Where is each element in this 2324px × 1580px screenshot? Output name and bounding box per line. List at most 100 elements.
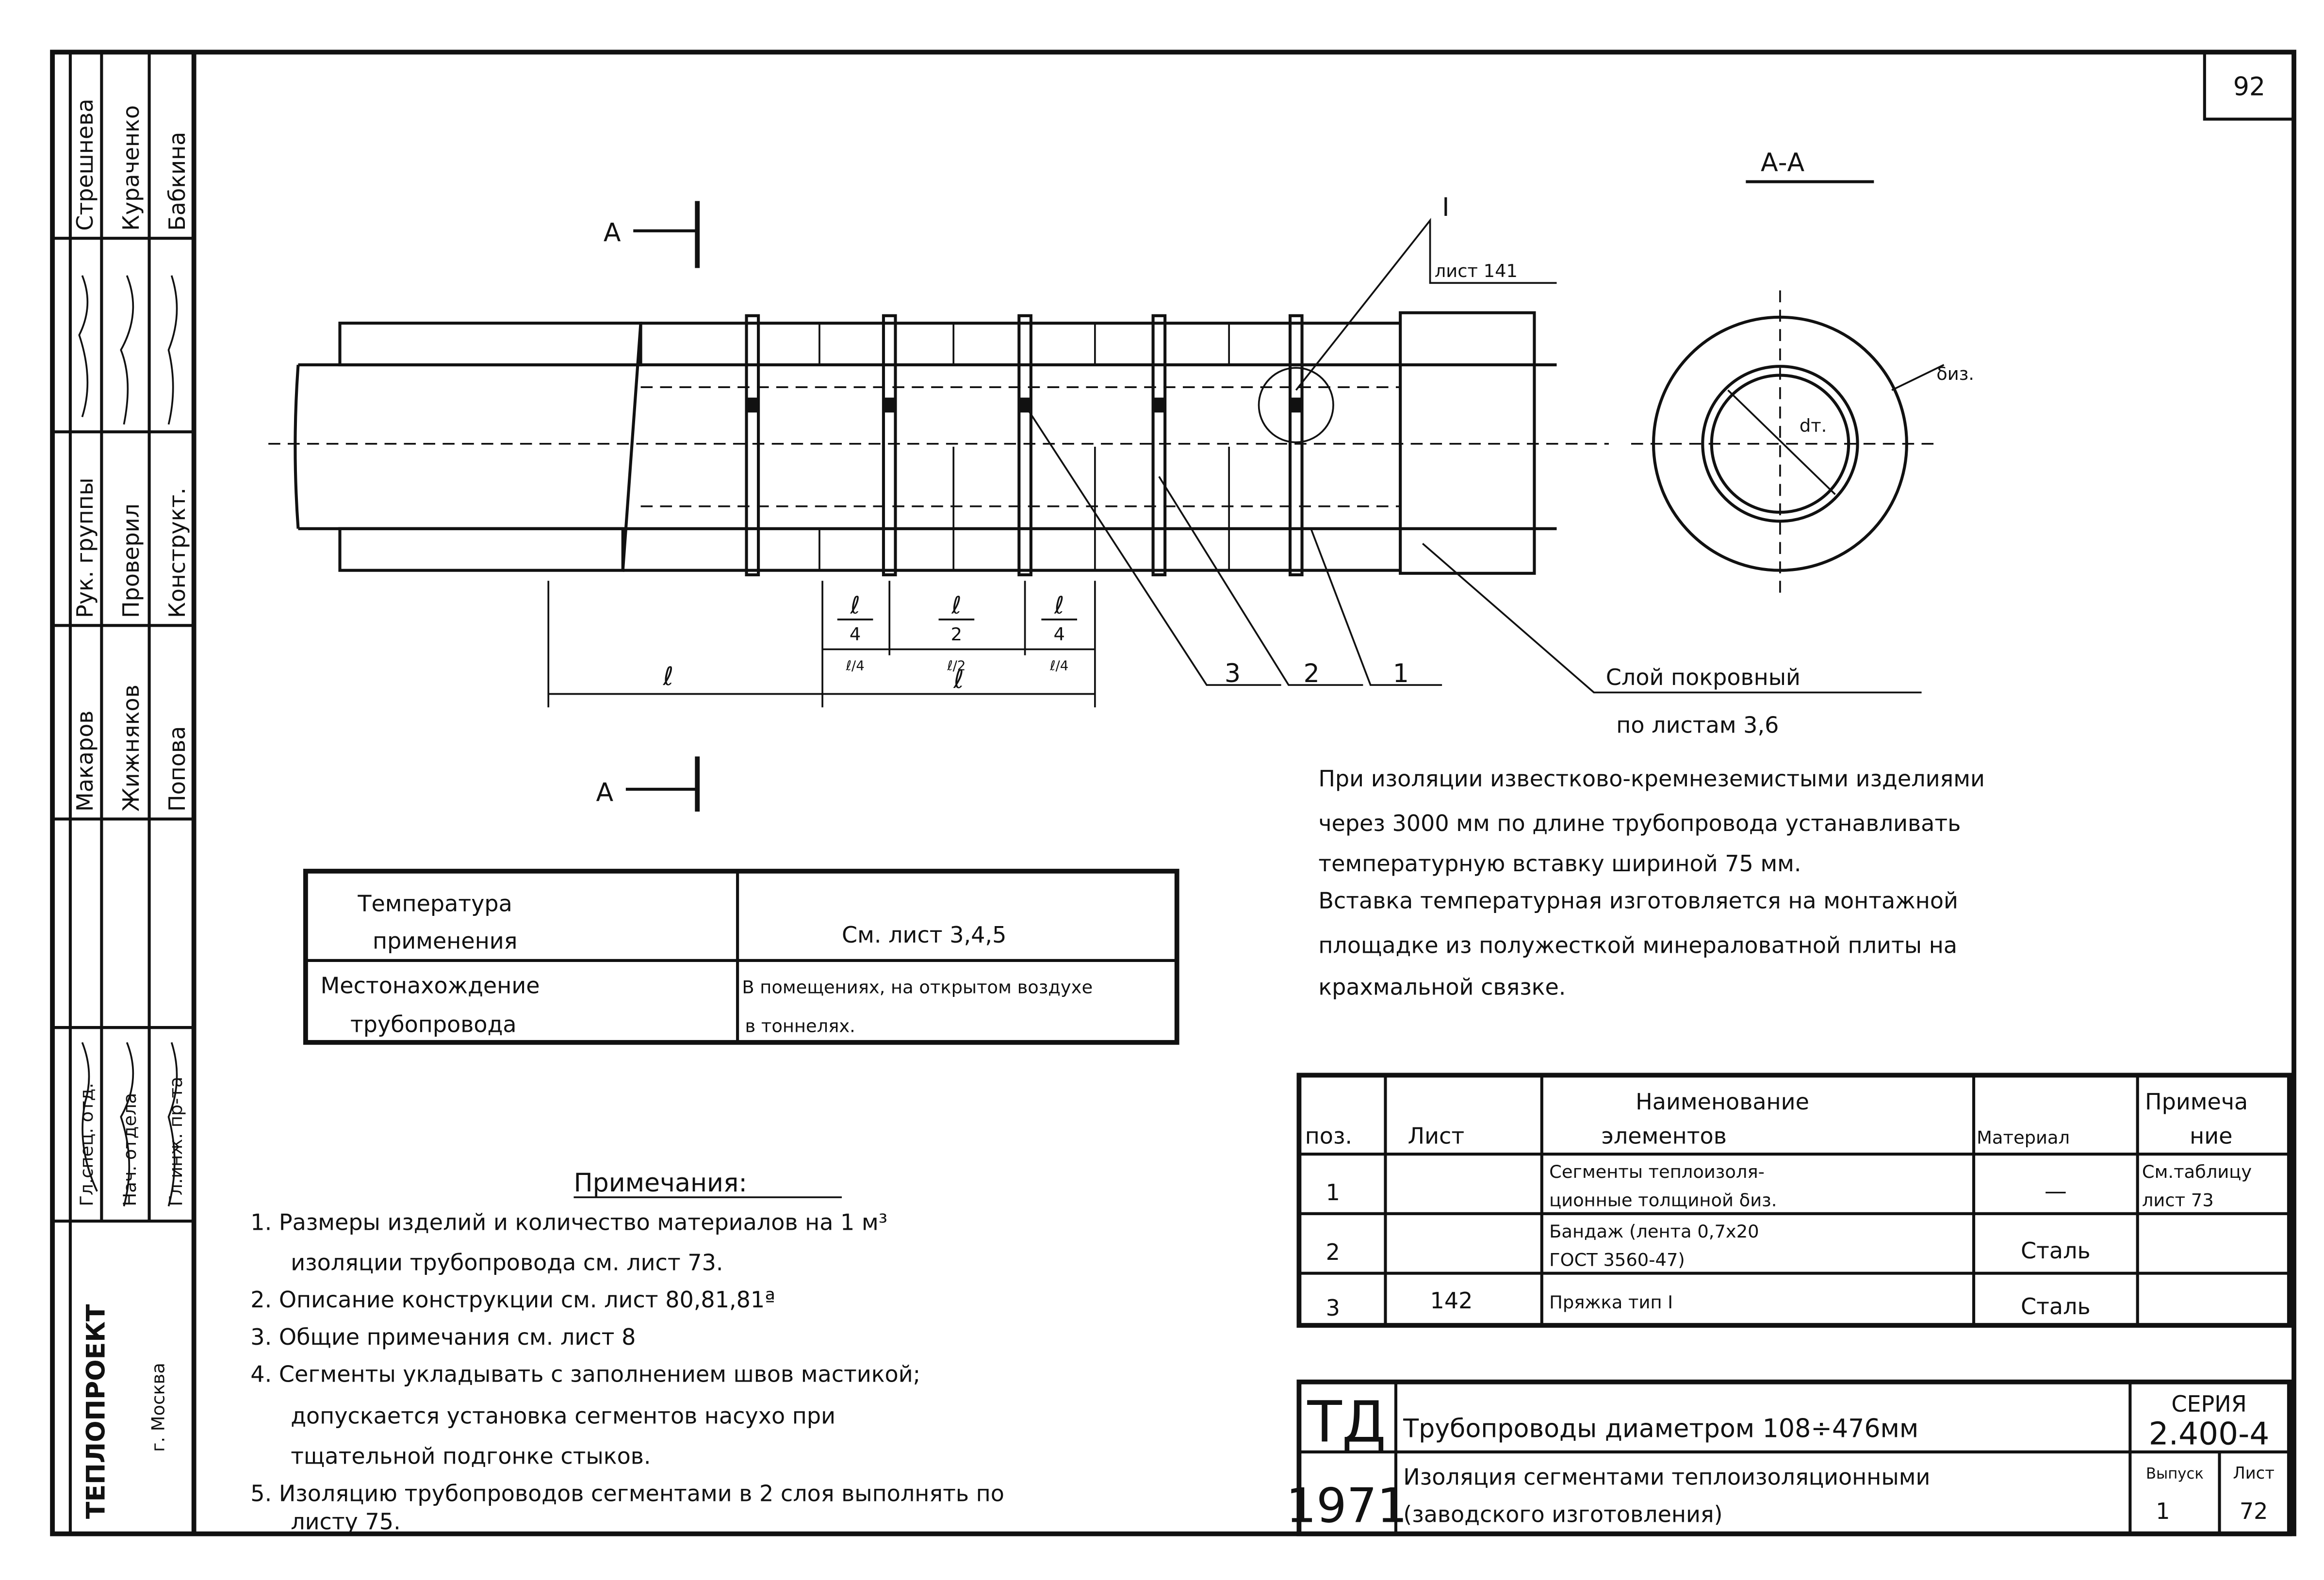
svg-text:Местонахождение: Местонахождение [321,973,540,999]
note-line: 4. Сегменты укладывать с заполнением шво… [250,1361,920,1387]
svg-text:ГОСТ 3560-47): ГОСТ 3560-47) [1549,1249,1685,1270]
svg-text:Пряжка тип I: Пряжка тип I [1549,1292,1673,1313]
paragraph-line: крахмальной связке. [1318,974,1566,1000]
band [882,314,897,576]
stamp-name: Попова [164,726,190,812]
notes-title: Примечания: [573,1169,747,1198]
svg-text:См.таблицу: См.таблицу [2142,1161,2252,1182]
sheet-frame [50,49,2296,1536]
stamp-name: Бабкина [164,132,190,231]
position-label: 3 [1225,659,1241,688]
note-line: 2. Описание конструкции см. лист 80,81,8… [250,1287,775,1313]
stamp-name: Стрешнева [72,98,98,230]
paragraph-line: площадке из полужесткой минераловатной п… [1318,932,1957,959]
svg-text:лист 73: лист 73 [2142,1189,2214,1210]
svg-text:1: 1 [1326,1179,1340,1205]
stamp-city: г. Москва [147,1363,168,1452]
svg-text:СЕРИЯ: СЕРИЯ [2171,1391,2246,1417]
drawing-subtitle: Изоляция сегментами теплоизоляционными [1403,1464,1930,1490]
spec-row: 1 — Сегменты теплоизоля-ционные толщиной δ… [1326,1161,2252,1210]
svg-text:поз.: поз. [1305,1123,1352,1149]
dim-numerator: ℓ [850,591,860,619]
band [1288,314,1304,576]
diameter-label: dт. [1800,415,1827,436]
svg-text:142: 142 [1430,1287,1473,1314]
note-line: изоляции трубопровода см. лист 73. [291,1249,723,1275]
cut-mark-top: А [604,201,700,268]
position-label: 2 [1304,659,1320,688]
buckle [883,397,896,413]
stamp-name: Кураченко [118,105,144,231]
thickness-label: δиз. [1936,363,1974,384]
svg-text:Примеча: Примеча [2145,1089,2248,1115]
svg-text:Материал: Материал [1977,1127,2070,1148]
dim-l4-right: ℓ/4 [1049,657,1068,673]
detail-mark: I [1442,193,1449,222]
section-a-a: А-А dт. δиз. [1631,148,1974,596]
note-line: допускается установка сегментов насухо п… [291,1403,835,1429]
note-line: 1. Размеры изделий и количество материал… [250,1209,887,1236]
dim-denominator: 2 [951,624,962,645]
cover-layer-ref: по листам 3,6 [1616,712,1779,738]
stamp-role: Проверил [118,504,144,618]
pipe-elevation: I лист 141 3 2 1 Слой покровный по листа… [268,193,1922,738]
insert-note: При изоляции известково-кремнеземистыми … [1318,766,1985,1000]
dim-denominator: 4 [850,624,861,645]
svg-text:1: 1 [2156,1498,2170,1524]
svg-text:Сталь: Сталь [2021,1238,2091,1264]
svg-text:А: А [596,779,613,808]
title-block: ТД 1971 Трубопроводы диаметром 108÷476мм… [1286,1379,2292,1536]
dim-denominator: 4 [1053,624,1064,645]
stamp-role: Нач. отдела [119,1093,140,1206]
stamp-org: ТЕПЛОПРОЕКТ [82,1304,111,1519]
conditions-table: Температура применения См. лист 3,4,5 Ме… [303,868,1179,1045]
band [1017,314,1032,576]
insulation-cut-top [338,322,642,367]
paragraph-line: через 3000 мм по длине трубопровода уста… [1318,810,1961,836]
svg-text:Температура: Температура [357,891,512,917]
band [745,314,760,576]
notes: Примечания: 1. Размеры изделий и количес… [250,1169,1004,1535]
svg-text:трубопровода: трубопровода [350,1011,517,1037]
svg-text:ние: ние [2190,1123,2232,1149]
svg-text:—: — [2045,1178,2067,1204]
note-line: 5. Изоляцию трубопроводов сегментами в 2… [250,1480,1004,1506]
paragraph-line: температурную вставку шириной 75 мм. [1318,850,1801,877]
position-label: 1 [1393,659,1409,688]
dim-l2: ℓ/2 [947,657,966,673]
note-line: тщательной подгонке стыков. [291,1443,651,1469]
stamp-name: Макаров [72,711,98,812]
svg-text:Сегменты теплоизоля-: Сегменты теплоизоля- [1549,1161,1765,1182]
detail-circle [1258,367,1334,443]
svg-text:применения: применения [373,928,517,954]
stamp-role: Рук. группы [72,478,98,618]
svg-text:Лист: Лист [1408,1123,1465,1149]
year: 1971 [1286,1478,1407,1533]
svg-text:3: 3 [1326,1295,1340,1321]
dim-numerator: ℓ [951,591,961,619]
dim-numerator: ℓ [1054,591,1064,619]
stamp-role: Гл.спец. отд. [76,1083,97,1206]
stamp-name: Жижняков [118,684,144,812]
svg-text:Выпуск: Выпуск [2146,1466,2204,1482]
svg-text:ℓ: ℓ [953,665,964,694]
stamp-role: Гл.инж. пр-та [165,1076,186,1206]
svg-text:72: 72 [2240,1498,2268,1524]
buckle [1153,397,1165,413]
svg-text:Бандаж (лента 0,7х20: Бандаж (лента 0,7х20 [1549,1221,1759,1242]
drawing-subtitle: (заводского изготовления) [1403,1501,1722,1527]
svg-text:ℓ: ℓ [663,662,674,691]
spec-table: поз. Лист Наименование элементов Материа… [1296,1073,2292,1328]
cut-mark-bottom: А [596,756,700,812]
org-code: ТД [1307,1389,1386,1455]
svg-text:2: 2 [1326,1239,1340,1265]
left-stamp: Гл.спец. отд. Нач. отдела Гл.инж. пр-та … [52,52,194,1534]
svg-text:Лист: Лист [2233,1464,2275,1482]
svg-text:ционные толщиной δиз.: ционные толщиной δиз. [1549,1189,1777,1210]
svg-text:А: А [604,218,621,247]
svg-text:Сталь: Сталь [2021,1293,2091,1319]
drawing-title: Трубопроводы диаметром 108÷476мм [1403,1414,1918,1443]
